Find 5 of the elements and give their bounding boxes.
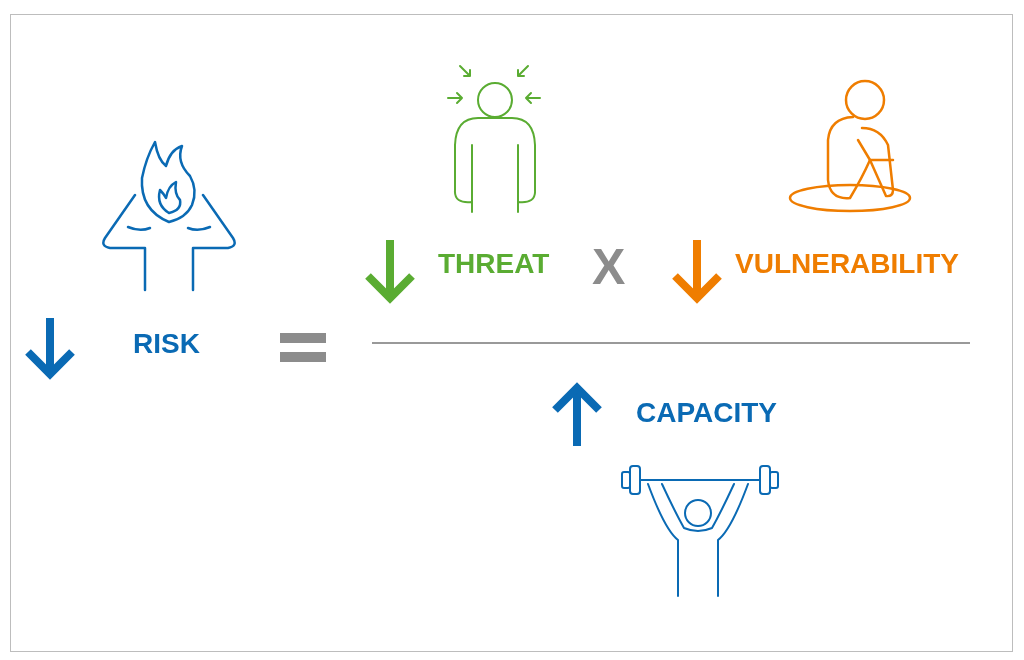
term-label: THREAT: [438, 250, 550, 278]
multiply-sign: X: [592, 242, 626, 292]
term-label: RISK: [133, 330, 200, 358]
term-label: CAPACITY: [636, 399, 778, 427]
term-label: VULNERABILITY: [735, 250, 959, 278]
